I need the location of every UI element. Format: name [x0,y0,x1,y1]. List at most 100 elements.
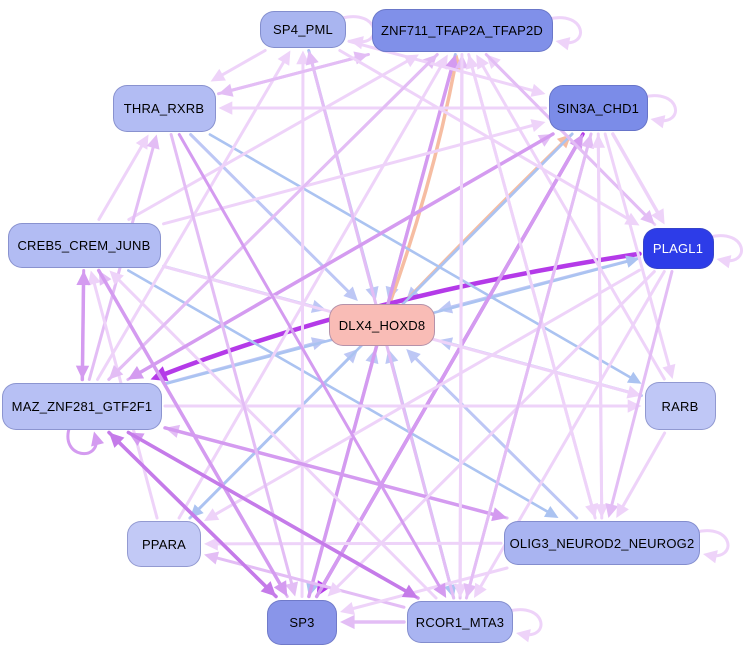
edge-MAZ_ZNF281_GTF2F1-to-SP4_PML-arrowhead [277,50,291,66]
edge-SP4_PML-to-SIN3A_CHD1-arrowhead [530,83,546,97]
self-loop-MAZ_ZNF281_GTF2F1 [66,424,98,456]
edge-SIN3A_CHD1-to-MAZ_ZNF281_GTF2F1 [133,132,555,377]
edge-PLAGL1-to-RCOR1_MTA3-arrowhead [473,582,487,598]
node-RARB[interactable]: RARB [644,382,716,430]
edge-MAZ_ZNF281_GTF2F1-to-RARB-arrowhead [627,399,642,413]
node-MAZ_ZNF281_GTF2F1[interactable]: MAZ_ZNF281_GTF2F1 [2,382,162,430]
edge-PLAGL1-to-PPARA [209,268,641,519]
node-label: CREB5_CREM_JUNB [17,237,151,253]
node-label: SIN3A_CHD1 [556,100,640,116]
node-label: MAZ_ZNF281_GTF2F1 [11,398,153,414]
edge-SIN3A_CHD1-to-OLIG3_NEUROD2_NEUROG2-arrowhead [594,504,609,518]
edge-CREB5_CREM_JUNB-to-THRA_RXRB [97,140,146,221]
self-loop-OLIG3_NEUROD2_NEUROG2-arrowhead [703,550,718,564]
self-loop-RCOR1_MTA3 [507,608,543,637]
edge-SIN3A_CHD1-to-THRA_RXRB-arrowhead [218,101,233,115]
edge-OLIG3_NEUROD2_NEUROG2-to-PPARA [210,541,503,546]
edge-ZNF711_TFAP2A_TFAP2D-to-OLIG3_NEUROD2_NEUROG2 [467,53,595,512]
edge-PLAGL1-to-SP3-arrowhead [327,582,343,597]
edge-RARB-to-OLIG3_NEUROD2_NEUROG2 [618,431,667,513]
edge-ZNF711_TFAP2A_TFAP2D-to-THRA_RXRB [225,52,370,94]
node-label: THRA_RXRB [123,100,205,116]
edge-SP3-to-SP4_PML [300,57,305,598]
node-ZNF711_TFAP2A_TFAP2D[interactable]: ZNF711_TFAP2A_TFAP2D [371,8,553,52]
node-DLX4_HOXD8[interactable]: DLX4_HOXD8 [329,304,435,346]
edge-THRA_RXRB-to-RCOR1_MTA3-arrowhead [433,582,447,598]
edge-MAZ_ZNF281_GTF2F1-to-SP3-arrowhead [260,581,277,597]
edge-CREB5_CREM_JUNB-to-MAZ_ZNF281_GTF2F1 [80,269,86,373]
edge-SIN3A_CHD1-to-OLIG3_NEUROD2_NEUROG2 [596,132,604,512]
edge-OLIG3_NEUROD2_NEUROG2-to-SP3 [346,566,509,612]
edge-THRA_RXRB-to-DLX4_HOXD8-arrowhead [343,286,358,301]
node-PLAGL1[interactable]: PLAGL1 [642,227,714,269]
edge-CREB5_CREM_JUNB-to-RARB-arrowhead [626,385,642,399]
node-RCOR1_MTA3[interactable]: RCOR1_MTA3 [407,601,513,643]
node-label: DLX4_HOXD8 [338,317,426,333]
edge-CREB5_CREM_JUNB-to-OLIG3_NEUROD2_NEUROG2-arrowhead [543,505,559,518]
edge-CREB5_CREM_JUNB-to-SP3-arrowhead [273,580,288,597]
self-loop-OLIG3_NEUROD2_NEUROG2 [694,529,730,558]
node-THRA_RXRB[interactable]: THRA_RXRB [112,84,216,132]
edge-THRA_RXRB-to-SP3-arrowhead [285,581,299,597]
edge-PPARA-to-CREB5_CREM_JUNB-arrowhead [87,270,101,286]
edge-SP3-to-SIN3A_CHD1-arrowhead [569,134,584,151]
node-SP3[interactable]: SP3 [267,599,337,645]
edge-MAZ_ZNF281_GTF2F1-to-RCOR1_MTA3 [126,430,413,596]
self-loop-SIN3A_CHD1-arrowhead [650,115,666,129]
node-label: ZNF711_TFAP2A_TFAP2D [381,22,543,38]
edge-ZNF711_TFAP2A_TFAP2D-to-RCOR1_MTA3-arrowhead [453,584,467,598]
edge-PLAGL1-to-OLIG3_NEUROD2_NEUROG2 [609,270,674,512]
node-label: OLIG3_NEUROD2_NEUROG2 [509,535,695,551]
edge-THRA_RXRB-to-RCOR1_MTA3 [177,133,444,593]
edge-RCOR1_MTA3-to-PPARA-arrowhead [204,551,220,565]
edge-CREB5_CREM_JUNB-to-SP3 [96,268,285,591]
edge-MAZ_ZNF281_GTF2F1-to-OLIG3_NEUROD2_NEUROG2 [163,426,501,518]
edge-RARB-to-OLIG3_NEUROD2_NEUROG2-arrowhead [616,502,629,518]
edge-ZNF711_TFAP2A_TFAP2D-to-THRA_RXRB-arrowhead [218,83,234,97]
node-SIN3A_CHD1[interactable]: SIN3A_CHD1 [548,85,648,131]
edge-DLX4_HOXD8-to-ZNF711_TFAP2A_TFAP2D [388,61,458,303]
edge-ZNF711_TFAP2A_TFAP2D-to-OLIG3_NEUROD2_NEUROG2-arrowhead [585,502,598,518]
node-label: PPARA [141,536,187,552]
edge-CREB5_CREM_JUNB-to-OLIG3_NEUROD2_NEUROG2 [127,269,553,516]
edge-RCOR1_MTA3-to-SP4_PML-arrowhead [305,50,319,66]
edge-MAZ_ZNF281_GTF2F1-to-SP3 [107,430,272,593]
edge-MAZ_ZNF281_GTF2F1-to-PLAGL1-arrowhead [625,255,640,268]
edge-PLAGL1-to-SP3 [332,270,656,593]
edge-RCOR1_MTA3-to-SP3-arrowhead [340,614,355,630]
edge-MAZ_ZNF281_GTF2F1-to-THRA_RXRB-arrowhead [146,134,160,150]
node-PPARA[interactable]: PPARA [127,521,201,567]
node-CREB5_CREM_JUNB[interactable]: CREB5_CREM_JUNB [7,222,161,268]
self-loop-ZNF711_TFAP2A_TFAP2D [547,16,582,45]
self-loop-ZNF711_TFAP2A_TFAP2D-arrowhead [555,37,571,51]
edge-SP4_PML-to-THRA_RXRB [216,49,267,79]
edge-CREB5_CREM_JUNB-to-SIN3A_CHD1-arrowhead [530,119,546,133]
edge-OLIG3_NEUROD2_NEUROG2-to-SP3-arrowhead [340,602,356,615]
edge-MAZ_ZNF281_GTF2F1-to-OLIG3_NEUROD2_NEUROG2-arrowhead [491,507,508,522]
self-loop-SIN3A_CHD1 [642,94,677,123]
edge-THRA_RXRB-to-SP3 [169,133,295,591]
edge-OLIG3_NEUROD2_NEUROG2-to-DLX4_HOXD8-arrowhead [406,349,421,364]
edge-SIN3A_CHD1-to-RARB [603,132,672,373]
edge-MAZ_ZNF281_GTF2F1-to-RCOR1_MTA3-arrowhead [401,584,418,598]
edge-SIN3A_CHD1-to-MAZ_ZNF281_GTF2F1-arrowhead [127,366,145,380]
edge-CREB5_CREM_JUNB-to-ZNF711_TFAP2A_TFAP2D [127,57,414,221]
edge-SP4_PML-to-PLAGL1 [338,49,634,223]
node-label: RARB [661,398,699,414]
node-SP4_PML[interactable]: SP4_PML [260,10,346,48]
edge-SP3-to-SP4_PML-arrowhead [296,50,310,65]
edge-PLAGL1-to-PPARA-arrowhead [204,508,220,521]
self-loop-RCOR1_MTA3-arrowhead [516,629,531,643]
edge-SIN3A_CHD1-to-PLAGL1-arrowhead [651,208,665,225]
node-label: PLAGL1 [652,240,704,256]
edge-SIN3A_CHD1-to-RCOR1_MTA3-arrowhead [463,582,477,598]
edge-THRA_RXRB-to-DLX4_HOXD8 [189,133,354,297]
self-loop-PLAGL1-arrowhead [716,255,732,269]
edge-ZNF711_TFAP2A_TFAP2D-to-MAZ_ZNF281_GTF2F1-arrowhead [108,365,124,380]
edge-SIN3A_CHD1-to-RCOR1_MTA3 [467,132,593,592]
node-label: SP3 [289,614,315,630]
node-OLIG3_NEUROD2_NEUROG2[interactable]: OLIG3_NEUROD2_NEUROG2 [504,521,700,565]
edge-PLAGL1-to-OLIG3_NEUROD2_NEUROG2-arrowhead [605,502,619,518]
